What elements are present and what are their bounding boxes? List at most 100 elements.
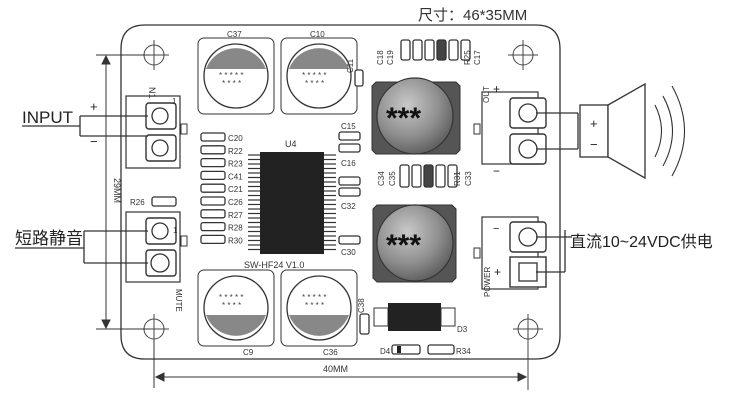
c15-label: C15 <box>341 122 356 131</box>
speaker-minus: − <box>590 137 598 152</box>
c38-label: C38 <box>357 298 366 313</box>
c37-label: C37 <box>227 30 242 39</box>
top-small-part <box>424 39 435 61</box>
smd-label-r23: R23 <box>228 160 243 169</box>
inductor-bottom <box>372 204 457 283</box>
smd-label-r30: R30 <box>228 236 243 245</box>
cap-c36-marks: * * * * * <box>302 293 326 302</box>
cap-c37-marks: * * * * * <box>219 71 243 80</box>
c10-label: C10 <box>310 30 325 39</box>
mid-column-part <box>447 164 458 188</box>
input-wires <box>22 115 148 137</box>
out-plus: + <box>493 82 500 96</box>
r26-part <box>151 196 177 207</box>
c32-label: C32 <box>341 202 356 211</box>
mid-column-label-c33: C33 <box>464 171 473 186</box>
c38-part <box>359 313 370 335</box>
mute-connector <box>125 211 188 283</box>
top-small-part <box>460 39 471 61</box>
n1-label: N1 <box>147 87 157 99</box>
sound-waves <box>654 85 686 177</box>
smd-label-r22: R22 <box>228 147 243 156</box>
smd-label-r27: R27 <box>228 211 243 220</box>
mid-column-label-c35: C35 <box>388 171 397 186</box>
inductor-top <box>371 77 461 155</box>
size-note: 尺寸：46*35MM <box>418 7 527 24</box>
c30-label: C30 <box>341 248 356 257</box>
c11-label: C11 <box>346 58 355 73</box>
mid-column-part <box>435 164 446 188</box>
smd-c21 <box>200 183 226 193</box>
cap-c10-marks-2: * * * * <box>305 79 324 88</box>
speaker-wires <box>536 112 579 150</box>
mid-column-label-r31: R31 <box>453 171 462 186</box>
smd-r27 <box>200 209 226 219</box>
cap-c36-marks-2: * * * * <box>305 301 324 310</box>
c36-label: C36 <box>323 348 338 357</box>
smd-r22 <box>200 145 226 155</box>
input-connector <box>125 95 188 169</box>
dimension-width <box>153 340 528 388</box>
power-label: POWER <box>483 267 492 297</box>
c9-label: C9 <box>243 348 254 357</box>
mid-column-part <box>411 164 422 188</box>
mute-wires <box>15 230 148 264</box>
mute-cn-label: 短路静音 <box>15 229 83 248</box>
cap-c37-marks-2: * * * * <box>222 79 241 88</box>
speaker-icon <box>579 82 646 180</box>
power-cn-label: 直流10~24VDC供电 <box>570 233 713 251</box>
power-plus: + <box>494 265 501 279</box>
dim-width-label: 40MM <box>323 364 348 374</box>
input-plus: + <box>90 99 98 114</box>
cap-c9: * * * * * * * * * <box>197 269 275 347</box>
input-pin1-mark: 1 <box>172 97 177 106</box>
top-small-label-c18: C18 <box>376 50 385 65</box>
smd-label-r28: R28 <box>228 224 243 233</box>
cap-c9-marks-2: * * * * <box>222 301 241 310</box>
r26-label: R26 <box>130 198 145 207</box>
speaker-plus: + <box>590 116 598 131</box>
power-minus: − <box>493 223 499 235</box>
power-connector <box>473 216 547 290</box>
top-small-part <box>436 39 447 61</box>
top-small-label-c17: C17 <box>473 50 482 65</box>
smd-label-c21: C21 <box>228 185 243 194</box>
mid-column-part <box>399 164 410 188</box>
mid-column-label-c34: C34 <box>377 171 386 186</box>
board-name: SW-HF24 V1.0 <box>244 260 304 270</box>
smd-r28 <box>200 221 226 232</box>
input-label: INPUT <box>22 108 73 127</box>
smd-r23 <box>200 157 226 168</box>
top-small-label-c19: C19 <box>386 50 395 65</box>
r34-label: R34 <box>456 347 471 356</box>
inductor-bottom-mark: *** <box>386 229 421 262</box>
r34-part <box>427 344 455 355</box>
u4-chip <box>248 152 336 254</box>
smd-c26 <box>200 196 226 206</box>
out-label: OUT <box>482 86 491 103</box>
dimension-height <box>96 54 150 330</box>
out-minus: − <box>493 164 500 178</box>
c11-part <box>354 69 364 87</box>
top-small-part <box>412 39 423 61</box>
mid-right-parts <box>338 131 361 245</box>
smd-label-c26: C26 <box>228 198 243 207</box>
d4-band <box>397 346 401 353</box>
top-small-part <box>448 39 459 61</box>
cap-c10-marks: * * * * * <box>302 71 326 80</box>
cap-c9-marks: * * * * * <box>219 293 243 302</box>
d4-part <box>391 344 421 355</box>
cap-c37: * * * * * * * * * <box>197 37 275 115</box>
smd-c20 <box>200 132 226 142</box>
top-small-label-r25: R25 <box>463 50 472 65</box>
power-wires <box>536 230 572 273</box>
d4-label: D4 <box>380 347 391 356</box>
input-minus: − <box>90 134 98 149</box>
mid-column-part <box>423 164 434 188</box>
cap-c36: * * * * * * * * * <box>280 269 358 347</box>
mute-label: MUTE <box>174 289 183 312</box>
smd-r30 <box>200 234 226 245</box>
